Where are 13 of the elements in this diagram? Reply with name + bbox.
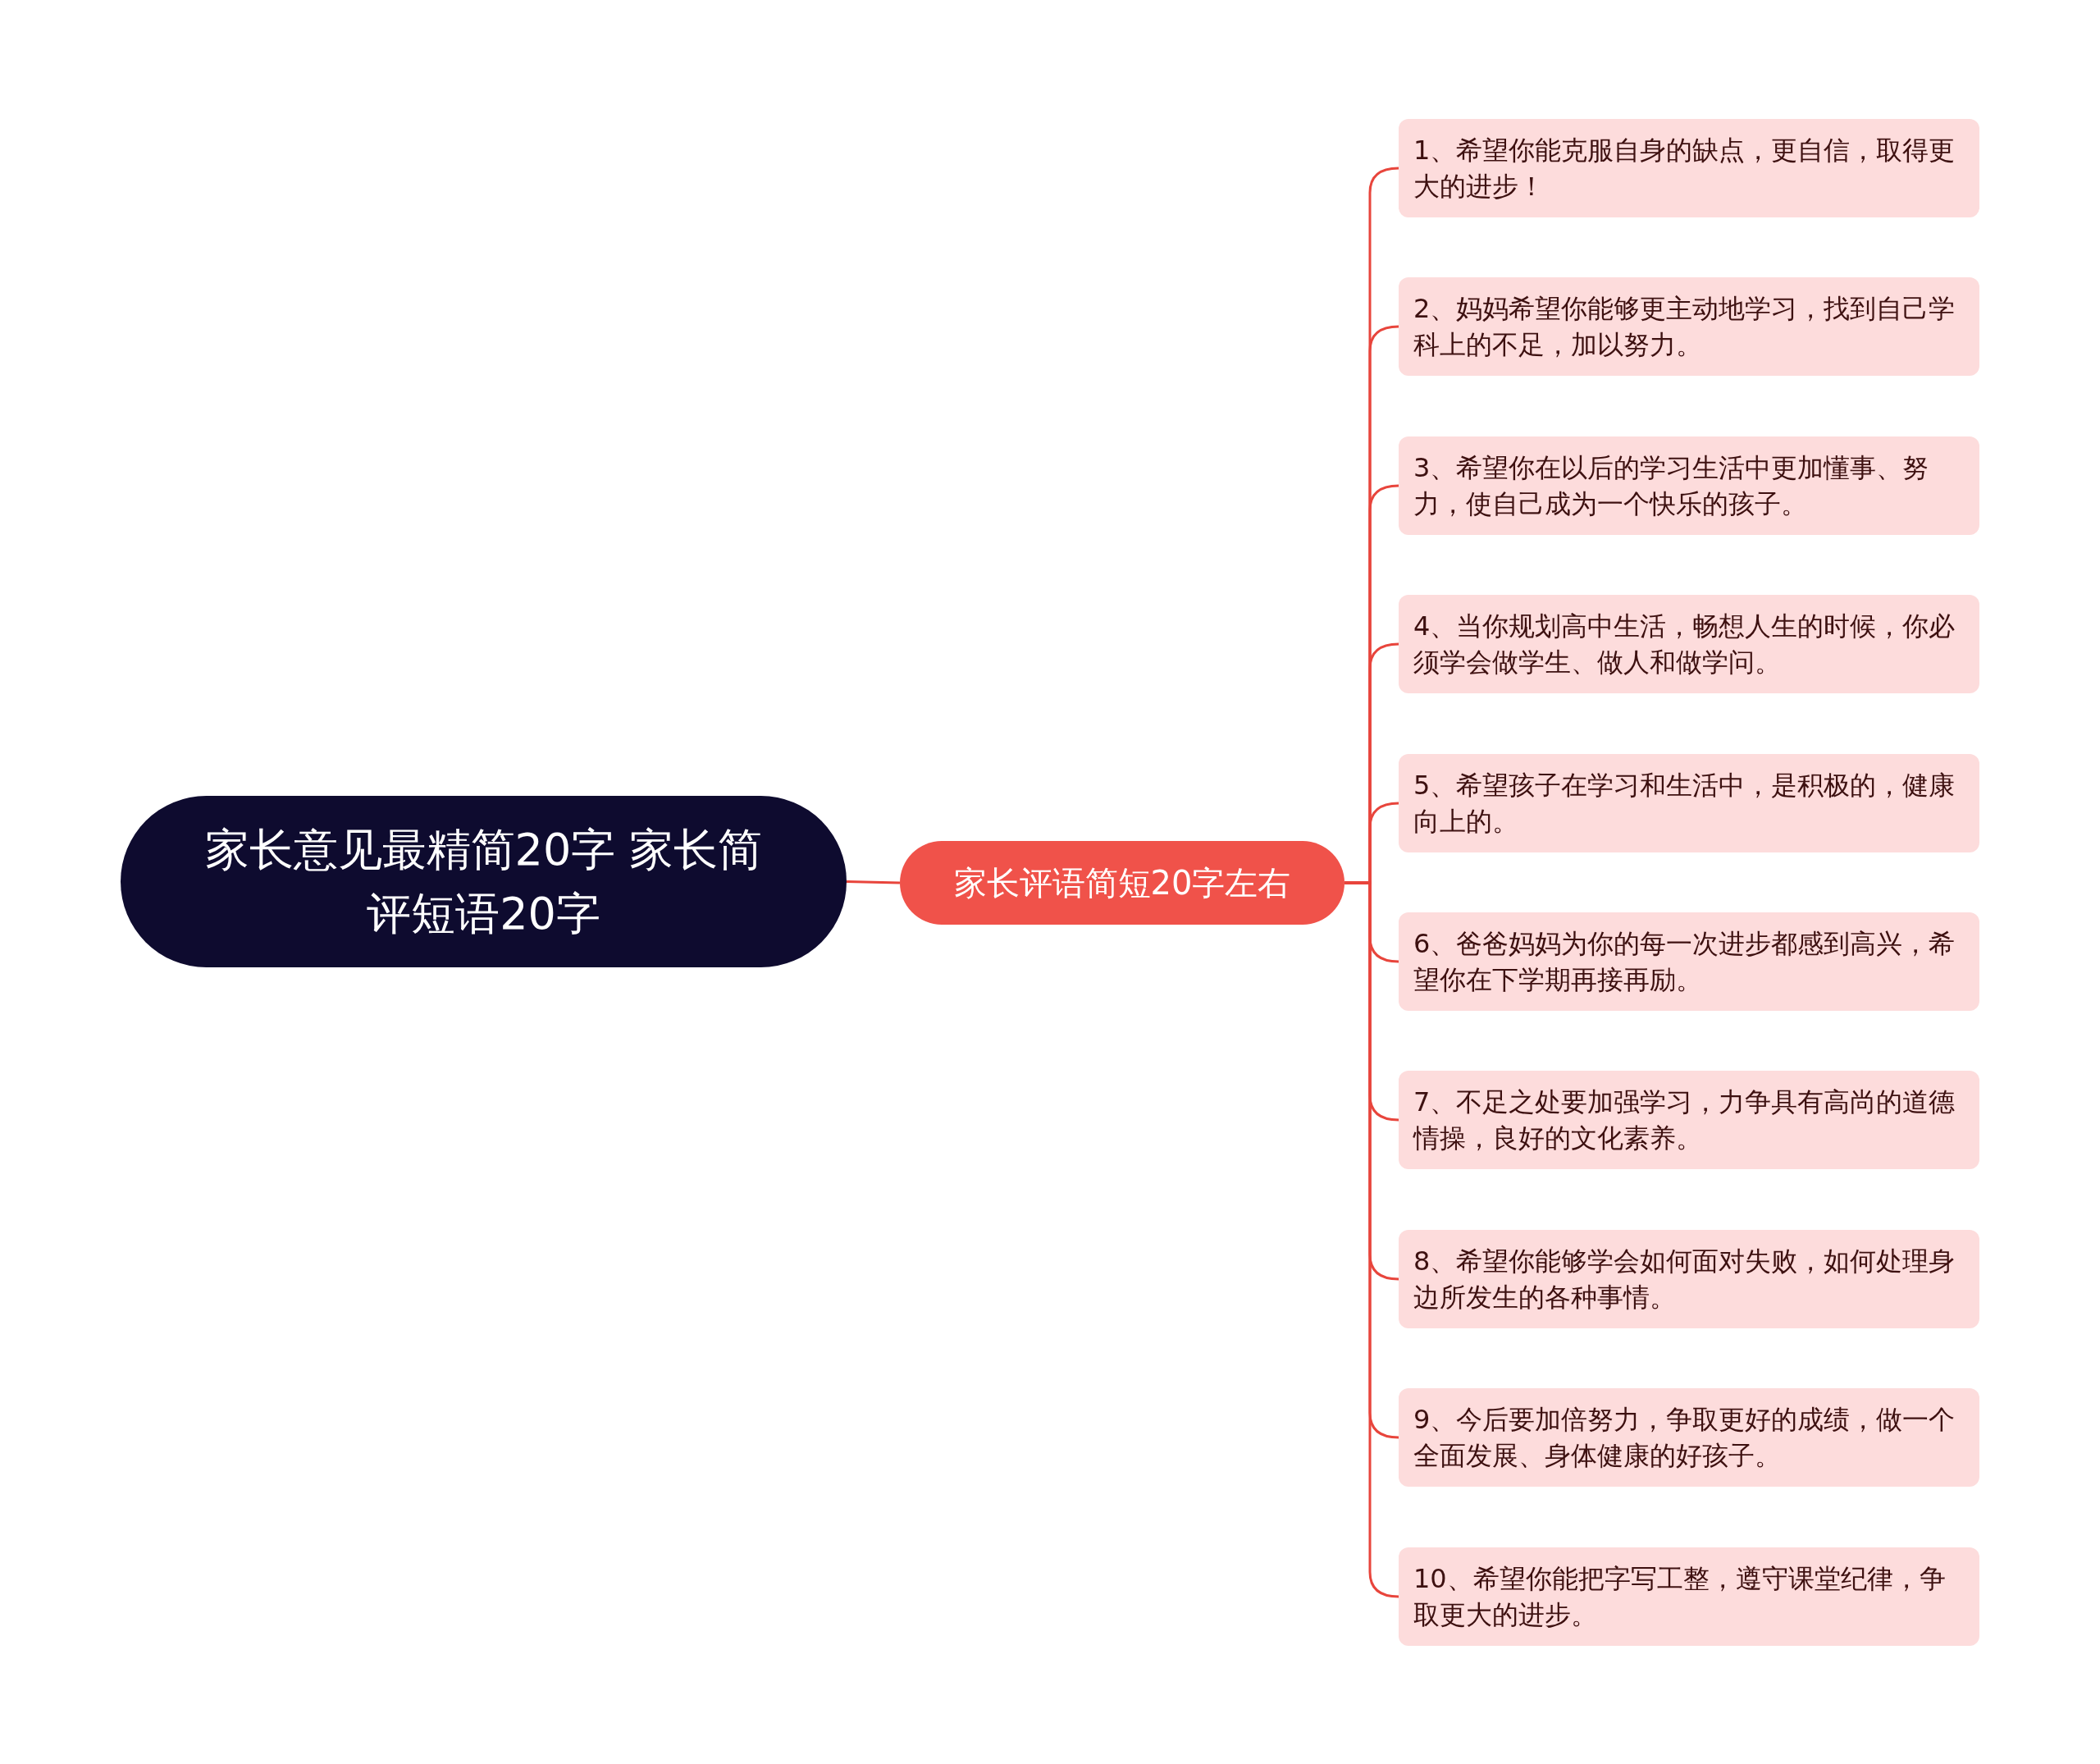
leaf-topic: 4、当你规划高中生活，畅想人生的时候，你必须学会做学生、做人和做学问。: [1399, 595, 1979, 693]
branch-topic: 家长评语简短20字左右: [900, 841, 1344, 925]
connector: [846, 880, 901, 884]
leaf-topic: 9、今后要加倍努力，争取更好的成绩，做一个全面发展、身体健康的好孩子。: [1399, 1388, 1979, 1487]
leaf-topic: 8、希望你能够学会如何面对失败，如何处理身边所发生的各种事情。: [1399, 1230, 1979, 1328]
leaf-topic: 1、希望你能克服自身的缺点，更自信，取得更大的进步！: [1399, 119, 1979, 217]
leaf-topic: 5、希望孩子在学习和生活中，是积极的，健康向上的。: [1399, 754, 1979, 852]
leaf-topic: 6、爸爸妈妈为你的每一次进步都感到高兴，希望你在下学期再接再励。: [1399, 912, 1979, 1011]
central-topic: 家长意见最精简20字 家长简评短语20字: [121, 796, 847, 967]
leaf-topic: 10、希望你能把字写工整，遵守课堂纪律，争取更大的进步。: [1399, 1547, 1979, 1646]
leaf-topic: 3、希望你在以后的学习生活中更加懂事、努力，使自己成为一个快乐的孩子。: [1399, 436, 1979, 535]
leaf-topic: 7、不足之处要加强学习，力争具有高尚的道德情操，良好的文化素养。: [1399, 1071, 1979, 1169]
leaf-topic: 2、妈妈希望你能够更主动地学习，找到自己学科上的不足，加以努力。: [1399, 277, 1979, 376]
